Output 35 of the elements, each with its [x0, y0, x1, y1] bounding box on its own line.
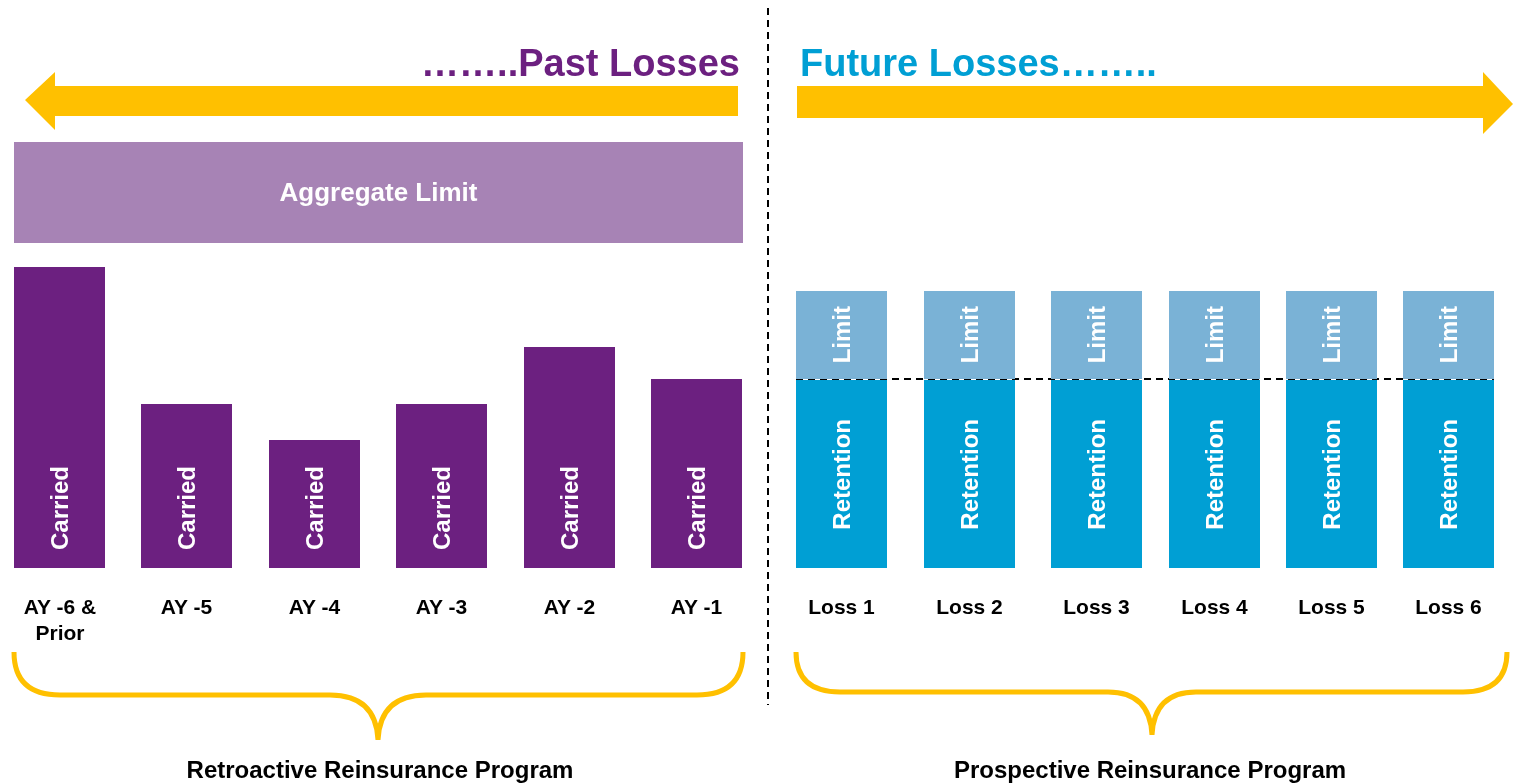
limit-segment: Limit — [796, 291, 887, 379]
year-label: AY -6 & Prior — [22, 594, 98, 647]
retention-segment: Retention — [924, 380, 1015, 568]
carried-loss-bar: Carried — [524, 347, 615, 568]
loss-label: Loss 3 — [1062, 594, 1131, 620]
section-heading: ……..Past Losses — [420, 41, 740, 86]
loss-label: Loss 5 — [1297, 594, 1366, 620]
loss-label: Loss 2 — [935, 594, 1004, 620]
retention-segment: Retention — [1403, 380, 1494, 568]
carried-loss-bar: Carried — [14, 267, 105, 568]
retention-segment: Retention — [1169, 380, 1260, 568]
program-title: Retroactive Reinsurance Program — [185, 755, 575, 784]
program-title: Prospective Reinsurance Program — [952, 755, 1348, 784]
year-label: AY -1 — [669, 594, 724, 620]
year-label: AY -4 — [287, 594, 342, 620]
year-label: AY -3 — [414, 594, 469, 620]
section-heading: Future Losses…….. — [800, 41, 1158, 86]
retention-segment: Retention — [796, 380, 887, 568]
carried-loss-bar: Carried — [141, 404, 232, 568]
aggregate-limit-bar: Aggregate Limit — [14, 142, 743, 243]
carried-loss-bar: Carried — [269, 440, 360, 568]
loss-label: Loss 4 — [1180, 594, 1249, 620]
limit-segment: Limit — [924, 291, 1015, 379]
carried-loss-bar: Carried — [396, 404, 487, 568]
carried-loss-bar: Carried — [651, 379, 742, 568]
limit-segment: Limit — [1051, 291, 1142, 379]
retention-segment: Retention — [1051, 380, 1142, 568]
limit-segment: Limit — [1169, 291, 1260, 379]
retention-segment: Retention — [1286, 380, 1377, 568]
year-label: AY -2 — [542, 594, 597, 620]
limit-segment: Limit — [1286, 291, 1377, 379]
limit-segment: Limit — [1403, 291, 1494, 379]
year-label: AY -5 — [159, 594, 214, 620]
loss-label: Loss 1 — [807, 594, 876, 620]
loss-label: Loss 6 — [1414, 594, 1483, 620]
